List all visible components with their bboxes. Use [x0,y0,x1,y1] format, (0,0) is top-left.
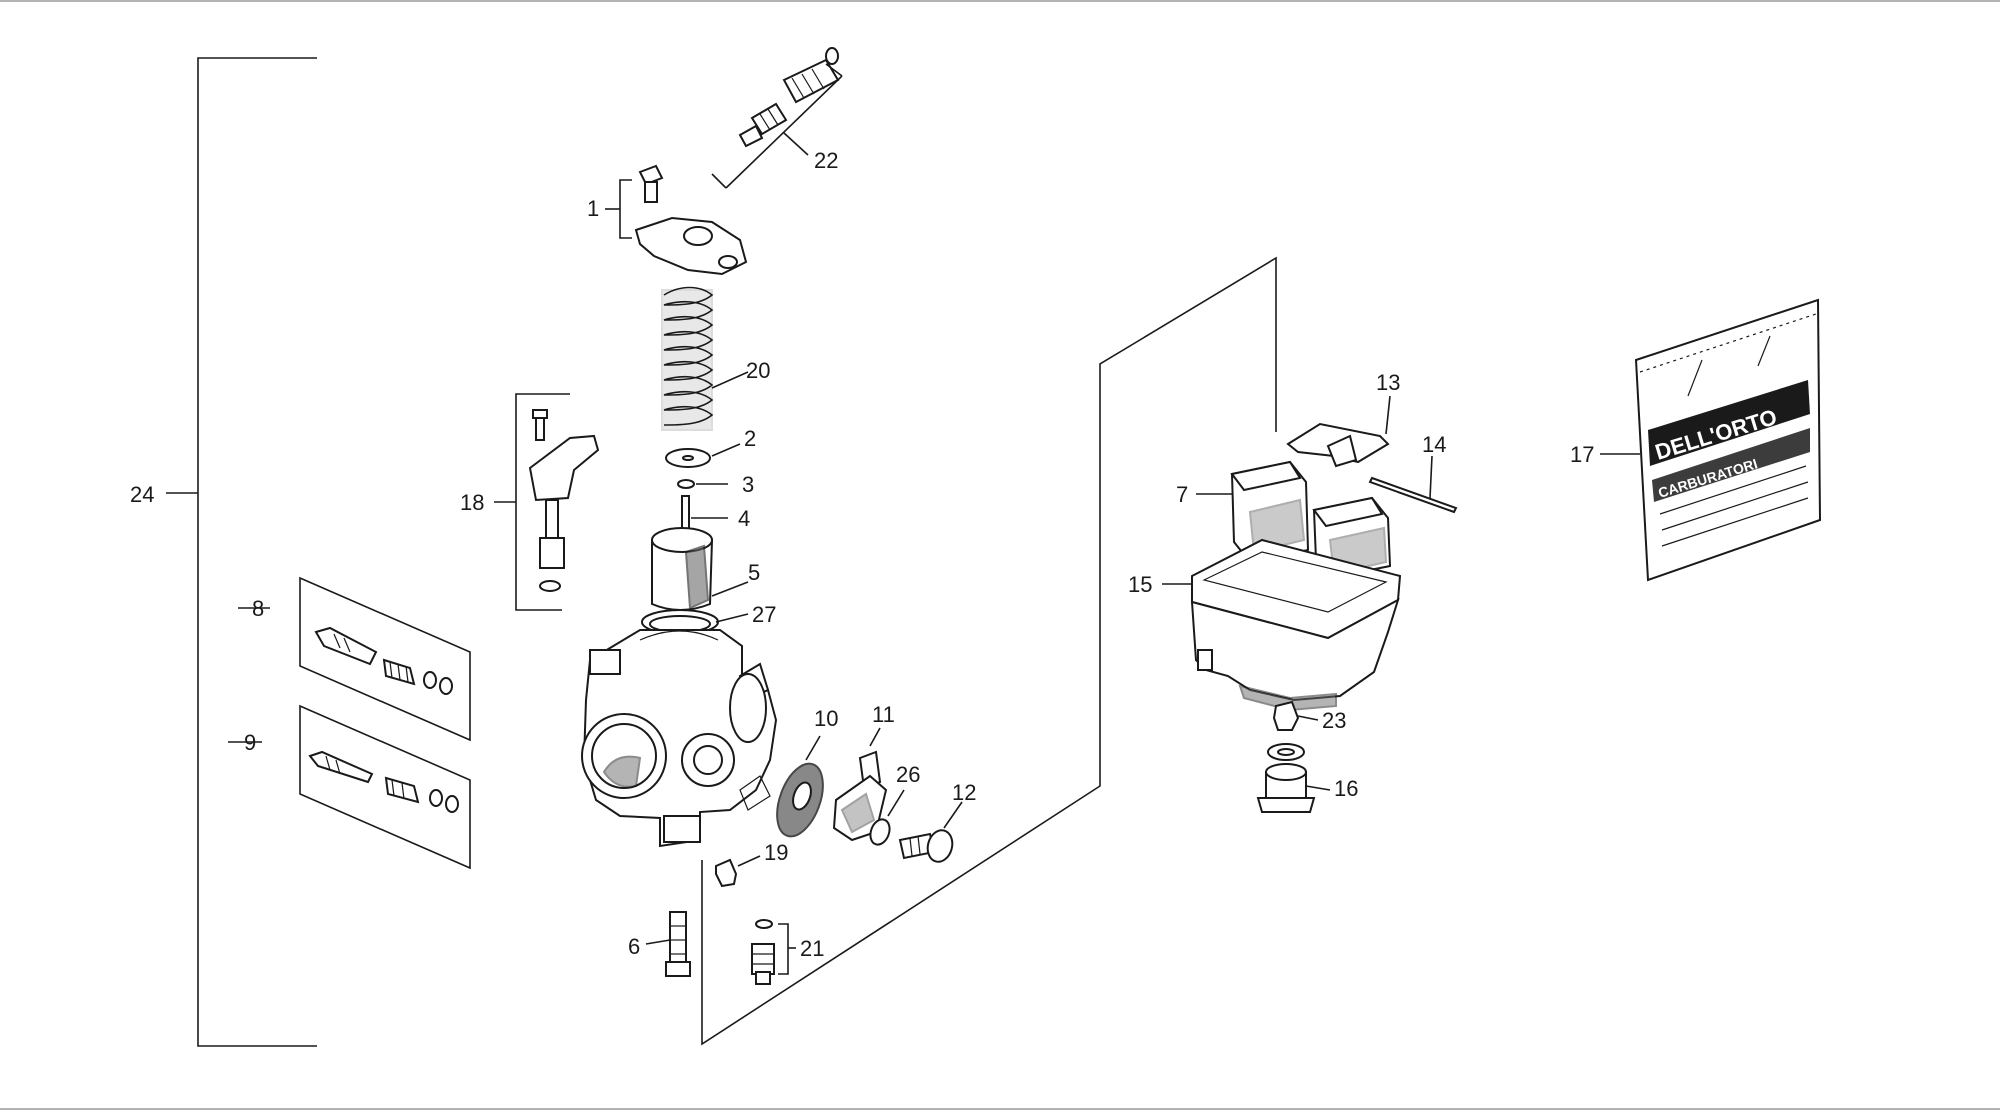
callout-7: 7 [1176,482,1188,507]
part-26-o-ring [869,789,905,846]
part-6-needle-jet [645,911,691,977]
callout-2: 2 [744,426,756,451]
callout-15: 15 [1128,572,1152,597]
carburetor-body [581,629,778,848]
float-bowl-callout-line [701,256,1277,1046]
part-16-bowl-plug [1256,743,1331,813]
kit-bracket [166,57,317,1047]
callout-13: 13 [1376,370,1400,395]
part-8-idle-screw-kit [238,576,471,742]
part-14-float-pin [1368,455,1458,514]
part-12-screw [898,801,963,863]
part-10-gasket [776,735,824,838]
callout-4: 4 [738,506,750,531]
callout-22: 22 [814,148,838,173]
callout-14: 14 [1422,432,1446,457]
part-18-starter-lever [494,393,600,611]
part-20-spring [661,286,749,431]
callout-21: 21 [800,936,824,961]
callout-12: 12 [952,780,976,805]
part-21-main-jet [751,919,796,985]
part-19-jet [715,855,761,888]
part-15-float-bowl [1162,538,1402,712]
part-17-gasket-bag: DELL'ORTO CARBURATORI [1600,298,1822,582]
callout-26: 26 [896,762,920,787]
part-1-top-cap [605,164,748,276]
part-23-float-valve [1272,700,1319,731]
part-2-washer [665,443,741,468]
callout-18: 18 [460,490,484,515]
callout-5: 5 [748,560,760,585]
callout-19: 19 [764,840,788,865]
callout-3: 3 [742,472,754,497]
callout-17: 17 [1570,442,1594,467]
part-22-cable-adjuster [691,47,843,215]
callout-11: 11 [872,702,895,727]
part-3-clip [677,479,728,489]
part-5-throttle-slide [651,527,749,611]
callout-labels: 1 2 3 4 5 6 7 8 9 10 11 12 13 14 15 16 1… [130,148,1594,961]
part-9-mixture-screw-kit [228,704,471,870]
callout-1: 1 [587,196,599,221]
callout-6: 6 [628,934,640,959]
callout-10: 10 [814,706,838,731]
part-13-float-pivot [1286,395,1391,468]
callout-20: 20 [746,358,770,383]
callout-27: 27 [752,602,776,627]
callout-9: 9 [244,730,256,755]
callout-8: 8 [252,596,264,621]
callout-16: 16 [1334,776,1358,801]
callout-24: 24 [130,482,154,507]
callout-23: 23 [1322,708,1346,733]
